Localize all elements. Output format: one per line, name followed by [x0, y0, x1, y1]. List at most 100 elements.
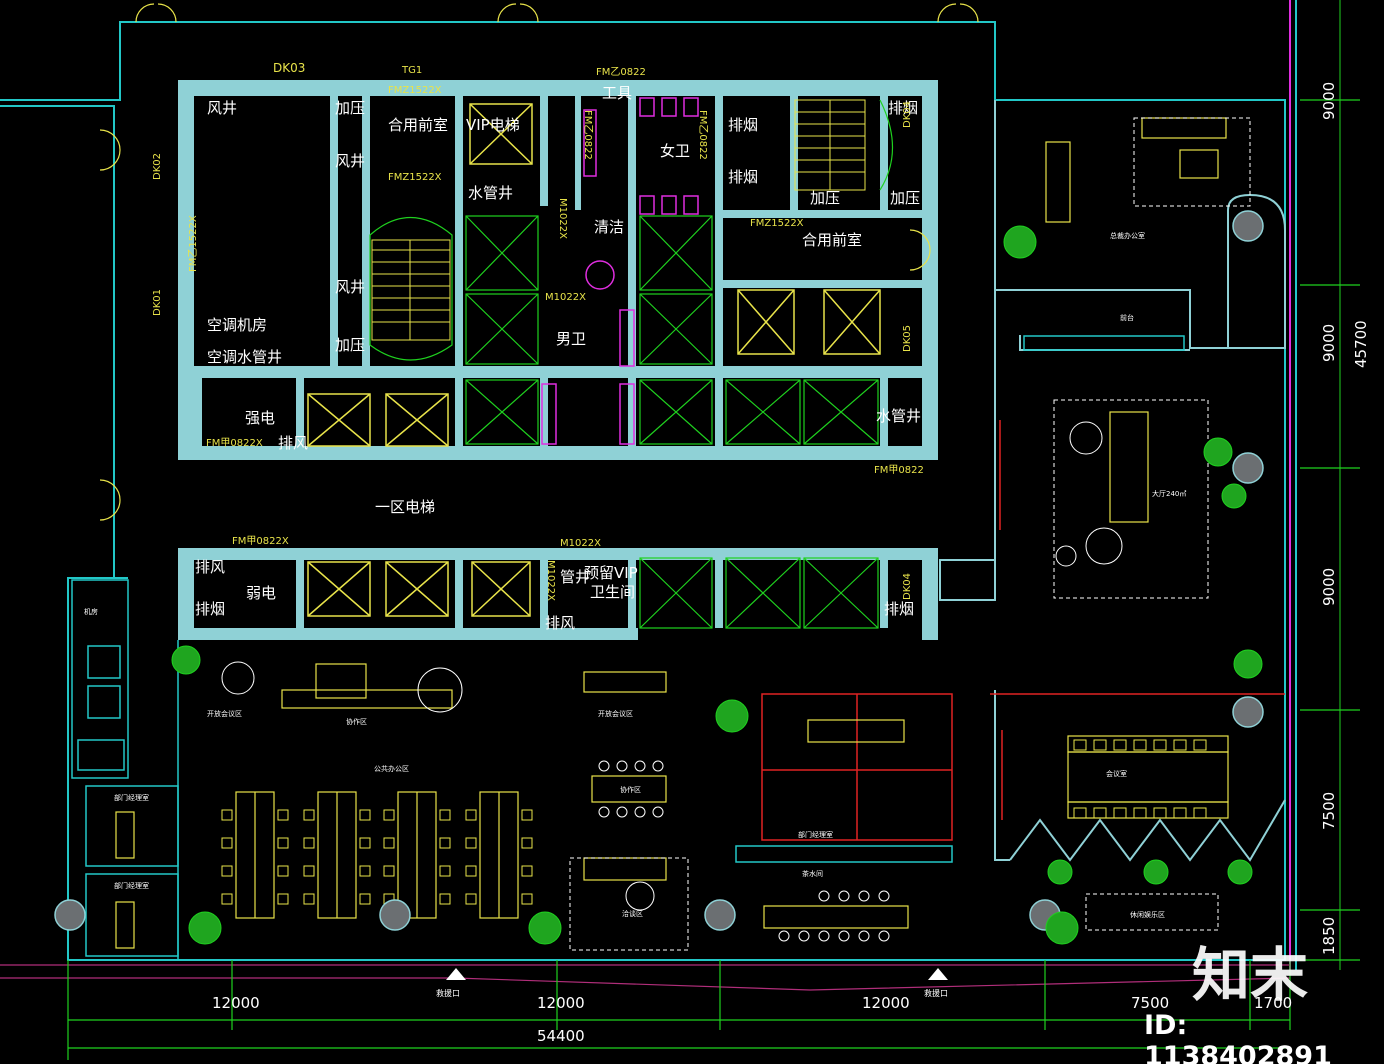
- area-label: 部门经理室: [114, 881, 149, 890]
- room-label: 一区电梯: [375, 498, 435, 516]
- escape-markers: [446, 968, 948, 980]
- room-label: 加压: [810, 189, 840, 207]
- room-label: 加压: [335, 99, 365, 117]
- tag-label: DK02: [152, 153, 163, 180]
- room-label: 空调机房: [207, 316, 267, 334]
- right-offices: [939, 100, 1286, 862]
- stairs: [371, 99, 866, 341]
- red-partitions: [761, 420, 1285, 841]
- area-label: 大厅240㎡: [1152, 489, 1186, 498]
- tag-label: FM乙1522X: [187, 215, 199, 272]
- room-label: 男卫: [556, 330, 586, 348]
- room-label: 排风: [195, 558, 225, 576]
- tag-label: TG1: [401, 65, 422, 76]
- workstation-chairs: [221, 739, 1207, 905]
- area-label: 开放会议区: [598, 709, 633, 718]
- area-label: 会议室: [1106, 769, 1127, 778]
- room-label: 排烟: [195, 600, 225, 618]
- tag-label: FM甲0822X: [232, 536, 289, 547]
- escape-label: 救援口: [436, 988, 460, 998]
- toilet-fixtures: [541, 97, 699, 445]
- tag-label: FM乙0822: [582, 110, 594, 160]
- core-walls: [178, 80, 938, 640]
- dim-label: 12000: [862, 994, 910, 1012]
- room-label: 管井: [560, 568, 590, 586]
- area-labels: 机房 开放会议区 协作区 开放会议区 公共办公区 协作区 部门经理室 部门经理室…: [84, 231, 1186, 919]
- tag-labels: DK03 TG1 FMZ1522X FMZ1522X FMZ1522X FM乙0…: [152, 61, 924, 601]
- room-label: 加压: [335, 336, 365, 354]
- dim-label: 1850: [1320, 917, 1338, 955]
- area-label: 总裁办公室: [1110, 231, 1145, 240]
- room-label: 排风: [545, 614, 575, 632]
- plants: [171, 225, 1263, 945]
- room-label: 排烟: [728, 116, 758, 134]
- dimensions-bottom: 12000 12000 12000 7500 1700 54400 救援口 救援…: [212, 988, 1292, 1045]
- tag-label: DK01: [152, 289, 163, 316]
- room-label: 女卫: [660, 142, 690, 160]
- tag-label: FM乙0822: [697, 110, 709, 160]
- tag-label: DK05: [902, 325, 913, 352]
- tag-label: DK04: [902, 101, 913, 128]
- dim-label: 1700: [1254, 994, 1292, 1012]
- room-label: 风井: [207, 99, 237, 117]
- area-label: 协作区: [620, 785, 641, 794]
- tag-label: M1022X: [545, 292, 586, 303]
- shafts-green: [465, 215, 879, 629]
- tag-label: DK04: [902, 573, 913, 600]
- counters: [735, 335, 1185, 863]
- chairs: [221, 421, 1123, 942]
- area-label: 公共办公区: [374, 764, 409, 773]
- tag-label: M1022X: [560, 538, 601, 549]
- area-label: 休闲娱乐区: [1130, 910, 1165, 919]
- dimensions-right: 9000 9000 9000 7500 1850 45700: [1320, 82, 1370, 955]
- dim-total: 54400: [537, 1027, 585, 1045]
- room-label: 预留VIP: [584, 564, 638, 582]
- door-arcs: [99, 3, 979, 521]
- room-label: 合用前室: [388, 116, 448, 134]
- room-label: 卫生间: [590, 583, 635, 601]
- dim-label: 7500: [1131, 994, 1169, 1012]
- room-label: 清洁: [594, 218, 624, 236]
- room-labels: 风井 加压 合用前室 VIP电梯 工具 女卫 排烟 排烟 风井 水管井 排烟 清…: [195, 84, 921, 632]
- brand-watermark: 知末: [1192, 941, 1309, 1009]
- tag-label: FMZ1522X: [388, 172, 442, 183]
- manager-desks: [115, 141, 1071, 949]
- dim-label: 12000: [537, 994, 585, 1012]
- tag-label: M1022X: [545, 560, 556, 601]
- room-label: 排风: [278, 434, 308, 452]
- room-label: VIP电梯: [466, 116, 520, 134]
- room-label: 弱电: [246, 584, 276, 602]
- dim-label: 9000: [1320, 82, 1338, 120]
- room-label: 合用前室: [802, 231, 862, 249]
- tag-label: FM甲0822X: [206, 438, 263, 449]
- tag-label: FMZ1522X: [750, 218, 804, 229]
- dim-label: 12000: [212, 994, 260, 1012]
- elevator-cabs: [307, 103, 881, 617]
- tag-label: M1022X: [557, 198, 568, 239]
- room-label: 水管井: [876, 407, 921, 425]
- area-label: 部门经理室: [798, 830, 833, 839]
- area-label: 前台: [1120, 313, 1134, 322]
- room-label: 加压: [890, 189, 920, 207]
- dim-total: 45700: [1352, 320, 1370, 368]
- dim-label: 9000: [1320, 324, 1338, 362]
- grid-lines: [0, 99, 1360, 1060]
- area-label: 协作区: [346, 717, 367, 726]
- room-label: 水管井: [468, 184, 513, 202]
- tag-label: FMZ1522X: [388, 85, 442, 96]
- area-label: 茶水间: [802, 869, 823, 878]
- tag-label: DK03: [273, 61, 305, 75]
- escape-label: 救援口: [924, 988, 948, 998]
- workstations: [235, 117, 1229, 929]
- stair-outlines: [369, 99, 894, 361]
- id-watermark: ID: 1138402891: [1144, 1010, 1332, 1064]
- tag-label: FM乙0822: [596, 66, 646, 78]
- area-label: 部门经理室: [114, 793, 149, 802]
- area-label: 洽谈区: [622, 909, 643, 918]
- room-label: 排烟: [888, 99, 918, 117]
- room-label: 强电: [245, 409, 275, 427]
- room-label: 排烟: [884, 600, 914, 618]
- room-label: 风井: [335, 278, 365, 296]
